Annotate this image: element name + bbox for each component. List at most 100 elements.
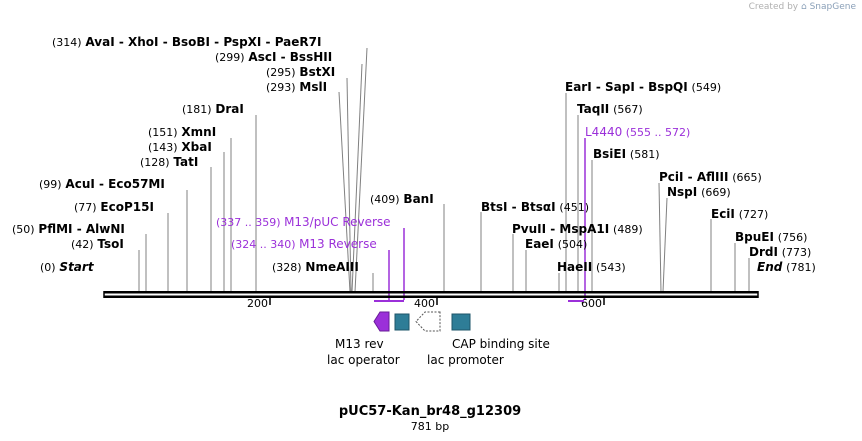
enzyme-name: Start [59,260,94,274]
enzyme-name: EcoP15I [100,200,154,214]
site-position: (567) [613,103,643,116]
enzyme-name: HaeII [557,260,592,274]
enzyme-name: BanI [403,192,433,206]
restriction-site-label: NspI (669) [667,185,731,199]
enzyme-name: DraI [215,102,243,116]
site-position: (314) [52,36,82,49]
enzyme-name: PflMI [38,222,72,236]
credit-prefix: Created by [748,2,799,12]
site-position: (451) [559,201,589,214]
restriction-site-label: (99) AcuI - Eco57MI [39,177,165,191]
primer-range: (324 .. 340) [231,238,299,251]
restriction-site-label: End (781) [757,260,816,274]
restriction-site-labels: (314) AvaI - XhoI - BsoBI - PspXI - PaeR… [12,35,816,274]
feature-label-lac-promoter: lac promoter [427,353,504,367]
enzyme-name: - XhoI [115,35,159,49]
site-position: (409) [370,193,400,206]
enzyme-name: TsoI [97,237,123,251]
restriction-site-label: PvuII - MspA1I (489) [512,222,643,236]
ruler-tick-label: 600 [581,297,602,310]
enzyme-name: EciI [711,207,735,221]
enzyme-name: - MspA1I [546,222,609,236]
site-position: (669) [701,186,731,199]
primer-range: (337 .. 359) [216,216,284,229]
restriction-site-label: (299) AscI - BssHII [215,50,332,64]
enzyme-name: NmeAIII [305,260,358,274]
site-position: (773) [782,246,812,259]
enzyme-name: BstXI [299,65,335,79]
site-position: (0) [40,261,56,274]
site-position: (181) [182,103,212,116]
site-position: (504) [558,238,588,251]
enzyme-name: XbaI [181,140,211,154]
enzyme-name: - PspXI [210,35,261,49]
enzyme-name: PvuII [512,222,546,236]
credit-brand: SnapGene [809,2,856,12]
enzyme-name: PciI [659,170,684,184]
site-position: (143) [148,141,178,154]
lac-promoter-arrow [415,311,441,332]
enzyme-name: - BssHII [276,50,332,64]
enzyme-name: MslI [299,80,327,94]
feature-label-lac-operator: lac operator [327,353,400,367]
enzyme-name: AvaI [85,35,114,49]
ruler-tick-label: 400 [414,297,435,310]
primer-range: (555 .. 572) [622,126,690,139]
restriction-site-label: PciI - AflIII (665) [659,170,762,184]
ruler-tick-label: 200 [247,297,268,310]
site-position: (77) [74,201,97,214]
site-position: (781) [786,261,816,274]
site-position: (293) [266,81,296,94]
enzyme-name: XmnI [181,125,216,139]
restriction-site-label: (42) TsoI [71,237,124,251]
restriction-site-label: EaeI (504) [525,237,587,251]
restriction-site-label: (295) BstXI [266,65,335,79]
feature-label-cap-binding-site: CAP binding site [452,337,550,351]
site-position: (151) [148,126,178,139]
enzyme-name: BtsI [481,200,508,214]
lac-operator-box [394,313,410,331]
restriction-site-label: (409) BanI [370,192,434,206]
plasmid-name: pUC57-Kan_br48_g12309 [339,404,521,419]
snapgene-logo-icon: ⌂ [801,2,807,12]
site-position: (295) [266,66,296,79]
site-position: (42) [71,238,94,251]
restriction-site-label: TaqII (567) [577,102,643,116]
primer-label: (337 .. 359) M13/pUC Reverse [216,215,391,229]
site-position: (549) [692,81,722,94]
enzyme-name: End [757,260,783,274]
enzyme-name: - PaeR7I [261,35,321,49]
restriction-site-label: (50) PflMI - AlwNI [12,222,125,236]
enzyme-name: EaeI [525,237,554,251]
connector-lines [138,47,750,293]
enzyme-name: BpuEI [735,230,774,244]
site-position: (665) [732,171,762,184]
restriction-site-label: BsiEI (581) [593,147,660,161]
restriction-site-label: (128) TatI [140,155,198,169]
site-position: (727) [739,208,769,221]
site-position: (756) [778,231,808,244]
dna-backbone-bottom [104,295,758,298]
primer-labels: (337 .. 359) M13/pUC Reverse (324 .. 340)… [216,125,690,251]
enzyme-name: BsiEI [593,147,626,161]
enzyme-name: - AflIII [684,170,729,184]
ruler: 200 400 600 [103,291,759,310]
primer-name: L4440 [585,125,622,139]
restriction-site-label: (314) AvaI - XhoI - BsoBI - PspXI - PaeR… [52,35,321,49]
restriction-site-label: EciI (727) [711,207,768,221]
enzyme-name: - SapI [592,80,635,94]
restriction-site-label: HaeII (543) [557,260,626,274]
enzyme-name: TatI [173,155,198,169]
restriction-site-label: DrdI (773) [749,245,811,259]
restriction-site-label: (77) EcoP15I [74,200,154,214]
restriction-site-label: BtsI - BtsαI (451) [481,200,589,214]
enzyme-name: TaqII [577,102,609,116]
enzyme-name: - BtsαI [508,200,556,214]
restriction-site-label: (293) MslI [266,80,327,94]
enzyme-name: AcuI [65,177,94,191]
restriction-site-label: (143) XbaI [148,140,212,154]
site-position: (299) [215,51,245,64]
enzyme-name: - BspQI [635,80,688,94]
primer-name: M13 Reverse [299,237,377,251]
feature-label-m13-rev: M13 rev [335,337,384,351]
